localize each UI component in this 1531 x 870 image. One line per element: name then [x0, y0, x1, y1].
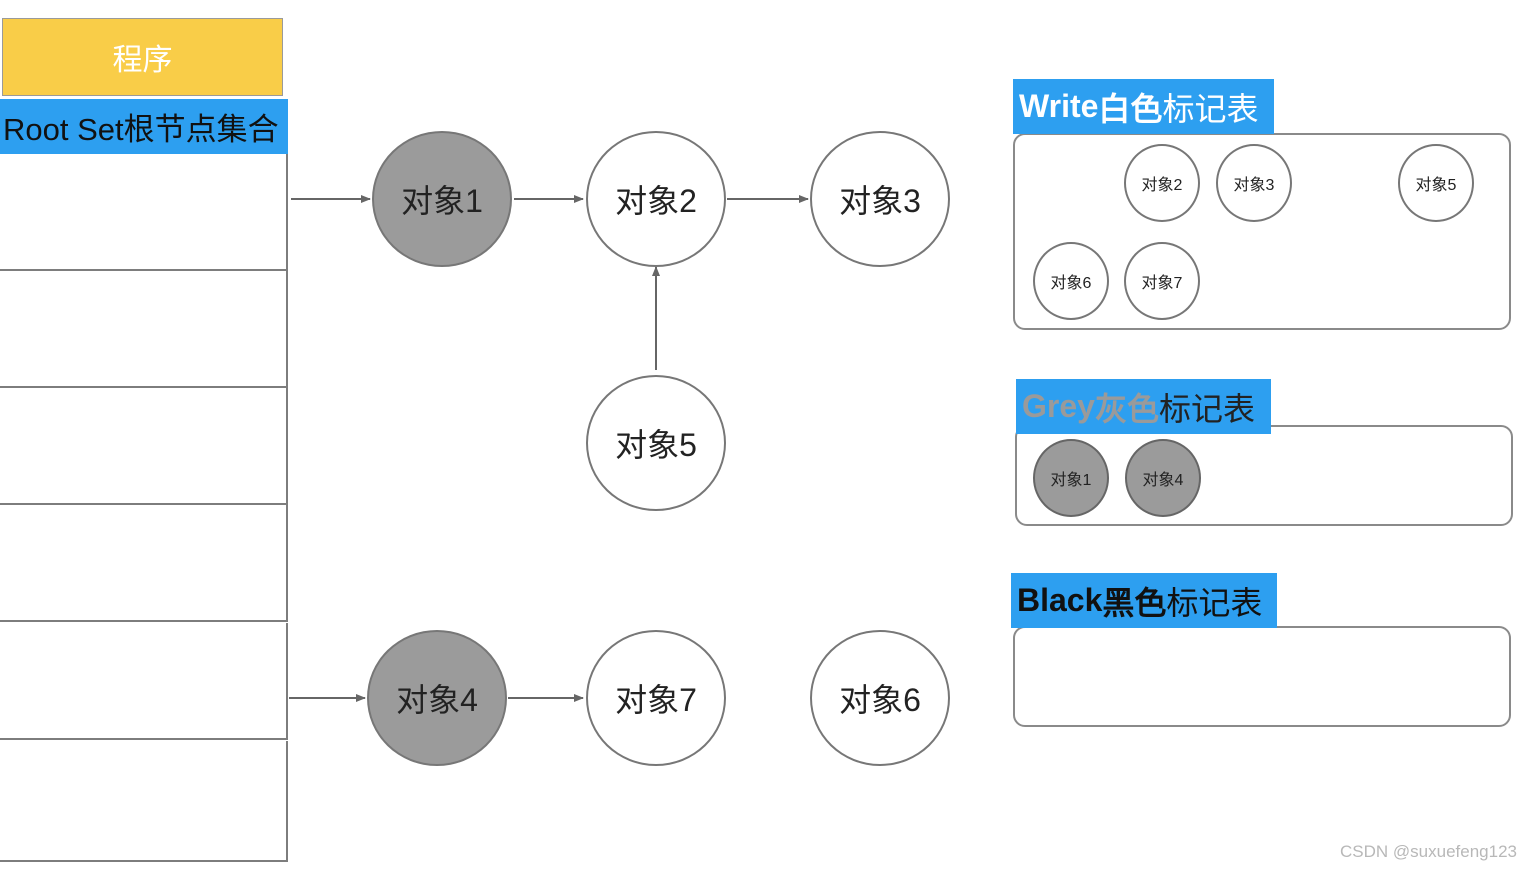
object-node-6: 对象6: [810, 630, 950, 766]
grey-title-color: 灰色: [1094, 390, 1159, 427]
object-node-label: 对象3: [839, 183, 921, 219]
object-node-label: 对象4: [396, 682, 478, 718]
object-node-5: 对象5: [586, 375, 726, 511]
object-node-label: 对象1: [401, 183, 483, 219]
rootset-slot: [0, 505, 288, 622]
chip-label: 对象7: [1141, 275, 1183, 292]
rootset-header: Root Set根节点集合: [0, 99, 288, 154]
chip-label: 对象6: [1050, 275, 1092, 292]
white-table-item: 对象2: [1124, 144, 1200, 222]
rootset-slot: [0, 741, 288, 862]
chip-label: 对象5: [1415, 177, 1457, 194]
white-table-item: 对象7: [1124, 242, 1200, 320]
object-node-1: 对象1: [372, 131, 512, 267]
white-table-item: 对象5: [1398, 144, 1474, 222]
chip-label: 对象4: [1142, 472, 1184, 489]
grey-mark-table-title: Grey 灰色标记表: [1016, 379, 1271, 434]
rootset-slot: [0, 388, 288, 505]
watermark: CSDN @suxuefeng123: [1340, 842, 1517, 861]
program-header: 程序: [2, 18, 283, 96]
rootset-slot: [0, 271, 288, 388]
grey-table-item: 对象4: [1125, 439, 1201, 517]
rootset-slot: [0, 623, 288, 740]
black-mark-table-title: Black 黑色标记表: [1011, 573, 1277, 628]
grey-table-item: 对象1: [1033, 439, 1109, 517]
white-table-item: 对象6: [1033, 242, 1109, 320]
white-title-en: Write: [1019, 88, 1099, 124]
rootset-slot: [0, 154, 288, 271]
black-title-en: Black: [1017, 582, 1103, 618]
rootset-title: Root Set根节点集合: [3, 112, 279, 147]
grey-title-suffix: 标记表: [1158, 390, 1255, 427]
white-title-suffix: 标记表: [1162, 90, 1259, 127]
white-mark-table-title: Write 白色标记表: [1013, 79, 1274, 134]
grey-title-en: Grey: [1022, 388, 1095, 424]
chip-label: 对象2: [1141, 177, 1183, 194]
program-title: 程序: [112, 44, 173, 77]
black-title-color: 黑色: [1102, 584, 1167, 621]
white-table-item: 对象3: [1216, 144, 1292, 222]
object-node-4: 对象4: [367, 630, 507, 766]
black-title-suffix: 标记表: [1166, 584, 1263, 621]
black-mark-table: [1013, 626, 1511, 727]
object-node-2: 对象2: [586, 131, 726, 267]
object-node-label: 对象6: [839, 682, 921, 718]
chip-label: 对象3: [1233, 177, 1275, 194]
object-node-3: 对象3: [810, 131, 950, 267]
object-node-label: 对象2: [615, 183, 697, 219]
object-node-7: 对象7: [586, 630, 726, 766]
chip-label: 对象1: [1050, 472, 1092, 489]
white-title-color: 白色: [1098, 90, 1163, 127]
object-node-label: 对象7: [615, 682, 697, 718]
object-node-label: 对象5: [615, 427, 697, 463]
